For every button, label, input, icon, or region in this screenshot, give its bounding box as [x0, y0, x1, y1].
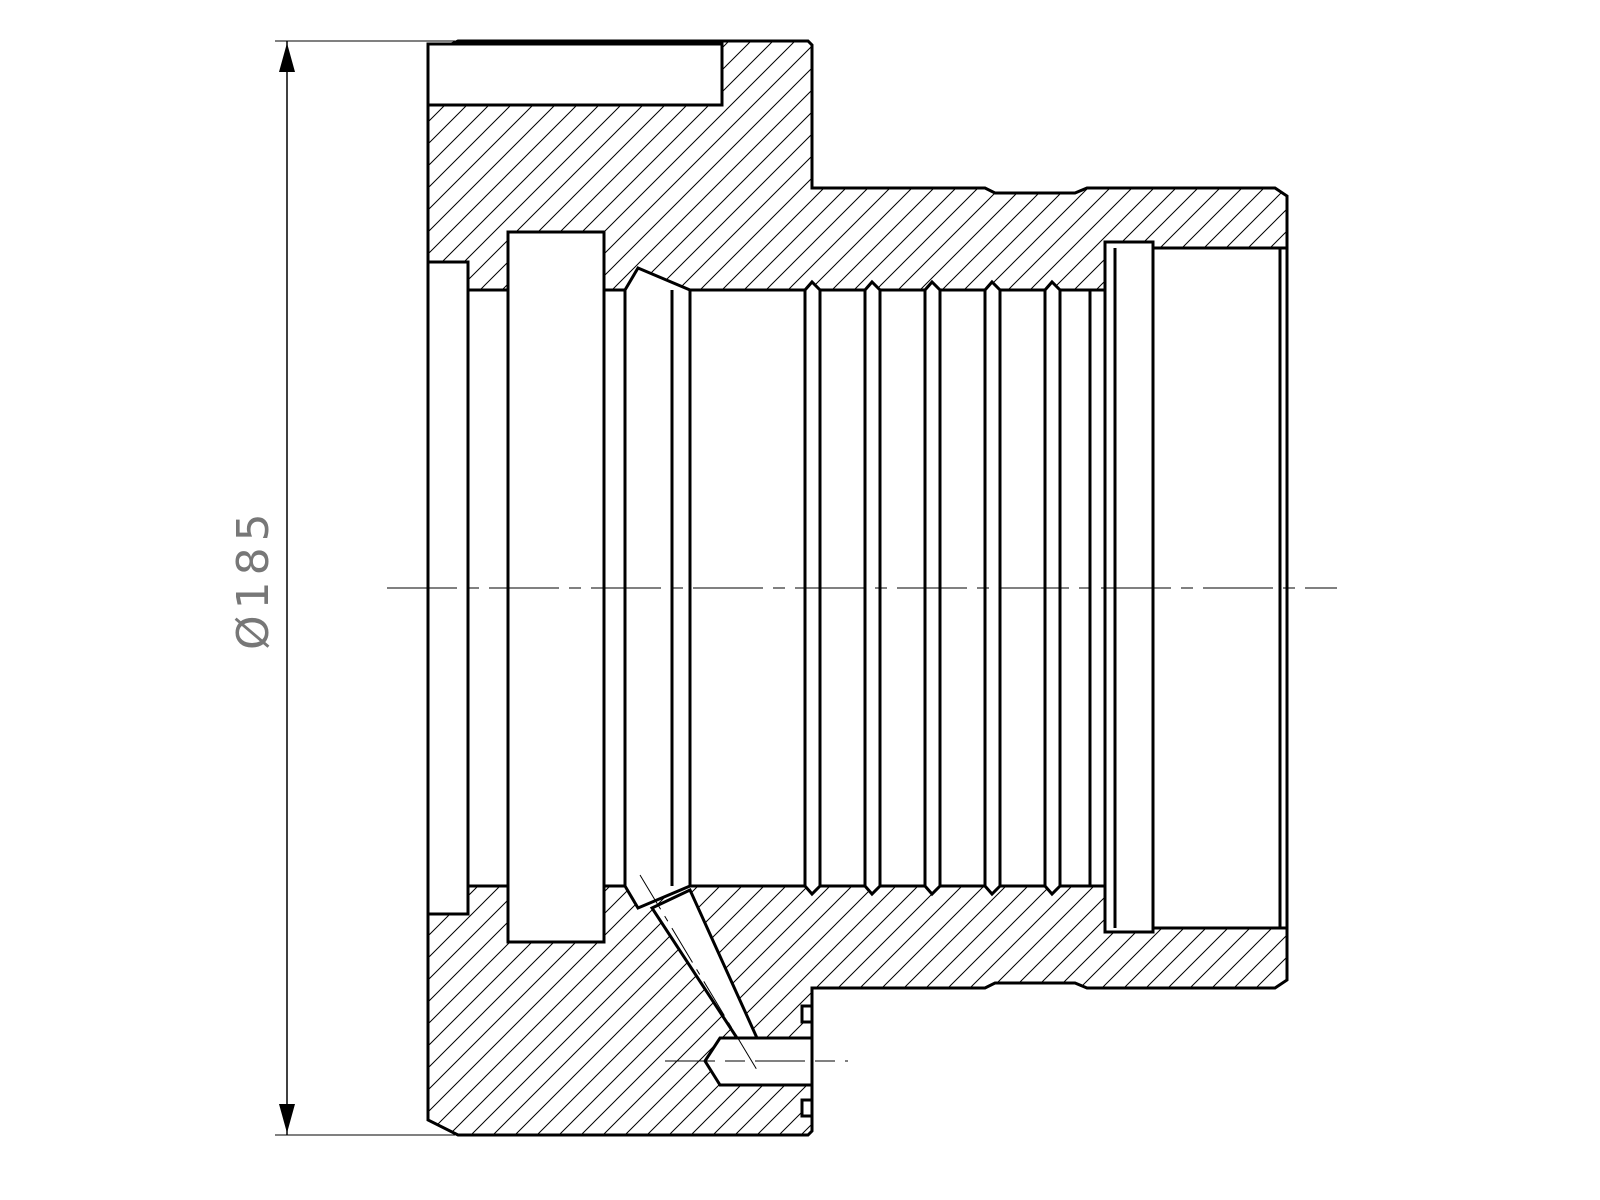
groove-large — [506, 230, 606, 944]
arrow-down-icon — [279, 1104, 295, 1133]
arrow-up-icon — [279, 43, 295, 72]
diameter-dimension: Ø185 — [228, 40, 455, 1136]
keyway-slot — [426, 42, 724, 107]
right-recess — [1103, 240, 1155, 934]
oil-channel — [639, 874, 848, 1118]
dimension-label: Ø185 — [228, 507, 279, 650]
